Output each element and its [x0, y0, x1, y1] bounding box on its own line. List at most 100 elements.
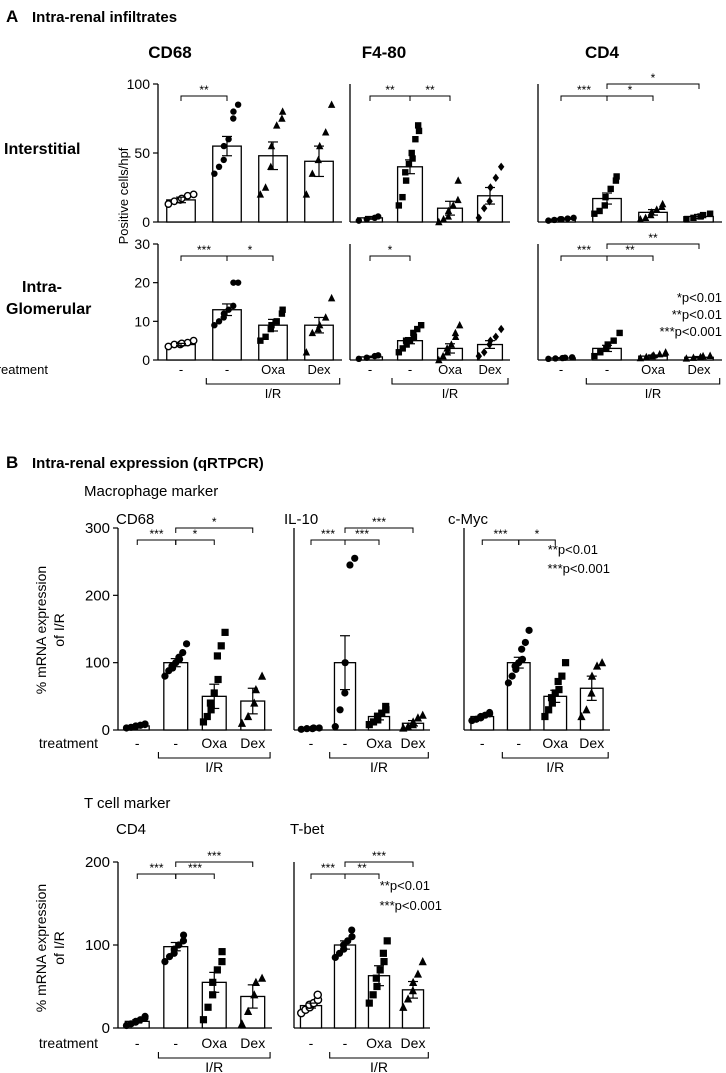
- data-point-marker: [256, 190, 265, 198]
- data-point-marker: [545, 217, 552, 224]
- data-point-marker: [413, 969, 423, 978]
- ir-label: I/R: [546, 759, 564, 775]
- significance-label: ***: [355, 527, 369, 541]
- data-point-marker: [316, 321, 324, 329]
- data-point-marker: [399, 345, 406, 352]
- significance-label: *: [193, 527, 198, 541]
- data-point-marker: [492, 173, 500, 183]
- significance-bracket: [175, 861, 254, 867]
- data-point-marker: [439, 351, 447, 360]
- data-point-marker: [302, 190, 311, 198]
- data-point-marker: [455, 321, 464, 329]
- data-point-marker: [175, 941, 183, 949]
- data-point-marker: [607, 185, 614, 193]
- data-point-marker: [690, 214, 697, 222]
- y-tick-label: 100: [85, 937, 110, 954]
- significance-bracket: [175, 527, 254, 533]
- category-label: -: [135, 1035, 140, 1051]
- y-axis-label-b-macro-2: of I/R: [51, 613, 67, 646]
- data-point-marker: [161, 672, 169, 680]
- data-point-marker: [555, 686, 563, 694]
- data-point-marker: [331, 723, 339, 731]
- significance-label: **: [648, 231, 658, 245]
- ir-bracket: [501, 752, 609, 759]
- data-point-marker: [564, 215, 571, 222]
- category-label: -: [179, 362, 183, 377]
- ir-bracket: [391, 378, 509, 385]
- data-point-marker: [182, 640, 191, 648]
- y-axis-label-a: Positive cells/hpf: [116, 147, 131, 244]
- data-point-marker: [399, 193, 406, 201]
- data-point-marker: [395, 349, 403, 356]
- data-point-marker: [395, 202, 403, 209]
- significance-label: **: [385, 83, 395, 97]
- category-label: -: [516, 735, 521, 751]
- y-tick-label: 100: [127, 76, 151, 92]
- data-point-marker: [582, 705, 591, 714]
- data-point-marker: [402, 177, 410, 184]
- data-point-marker: [492, 332, 500, 341]
- chart-a_cd4_int: *****: [537, 71, 722, 224]
- macrophage-marker-label: Macrophage marker: [84, 483, 218, 500]
- significance-bracket: [606, 95, 654, 101]
- data-point-marker: [230, 108, 237, 115]
- data-point-marker: [641, 213, 650, 222]
- significance-bracket: [344, 539, 380, 545]
- data-point-marker: [414, 122, 422, 129]
- data-point-marker: [518, 645, 526, 653]
- row-title-glomerular-1: Intra-: [22, 279, 62, 296]
- data-point-marker: [273, 121, 281, 129]
- significance-label: **: [425, 83, 435, 97]
- significance-bracket: [409, 95, 451, 101]
- significance-label: ***: [321, 861, 335, 875]
- data-point-marker: [355, 355, 363, 363]
- data-point-marker: [374, 213, 382, 220]
- significance-label: **: [199, 83, 209, 97]
- y-tick-label: 0: [142, 352, 150, 368]
- data-point-marker: [327, 100, 336, 108]
- y-tick-label: 200: [85, 587, 110, 604]
- data-point-marker: [257, 973, 267, 982]
- panel-b-title: Intra-renal expression (qRTPCR): [32, 455, 264, 472]
- data-point-marker: [480, 204, 488, 213]
- data-point-marker: [604, 341, 611, 348]
- data-point-marker: [262, 333, 269, 340]
- data-point-marker: [439, 215, 448, 223]
- data-point-marker: [577, 711, 586, 721]
- data-point-marker: [399, 1002, 408, 1011]
- significance-label: ***: [321, 527, 335, 541]
- data-point-marker: [179, 648, 187, 657]
- significance-bracket: [344, 527, 414, 533]
- data-point-marker: [278, 310, 286, 317]
- data-point-marker: [444, 212, 452, 220]
- ir-label: I/R: [442, 386, 459, 401]
- data-point-marker: [612, 177, 620, 184]
- data-point-marker: [403, 341, 410, 348]
- significance-label: ***: [149, 527, 163, 541]
- data-point-marker: [313, 990, 323, 1000]
- data-point-marker: [141, 720, 149, 728]
- data-point-marker: [402, 337, 410, 344]
- data-point-marker: [449, 201, 457, 209]
- data-point-marker: [410, 329, 417, 337]
- significance-bracket: [344, 873, 380, 879]
- ir-label: I/R: [205, 759, 223, 775]
- pvalue-note-b-macro-1: **p<0.01: [548, 542, 598, 557]
- data-point-marker: [372, 974, 380, 982]
- category-label: Dex: [579, 735, 604, 751]
- data-point-marker: [217, 642, 225, 650]
- ir-label: I/R: [265, 386, 282, 401]
- data-point-marker: [211, 322, 218, 329]
- data-point-marker: [616, 329, 623, 337]
- data-point-marker: [699, 211, 707, 219]
- panel-a-title: Intra-renal infiltrates: [32, 9, 177, 26]
- data-point-marker: [341, 689, 349, 697]
- data-point-marker: [382, 702, 390, 711]
- data-point-marker: [485, 708, 494, 717]
- data-point-marker: [409, 155, 416, 162]
- data-point-marker: [475, 213, 483, 223]
- y-axis-label-b-tcell-2: of I/R: [51, 931, 67, 964]
